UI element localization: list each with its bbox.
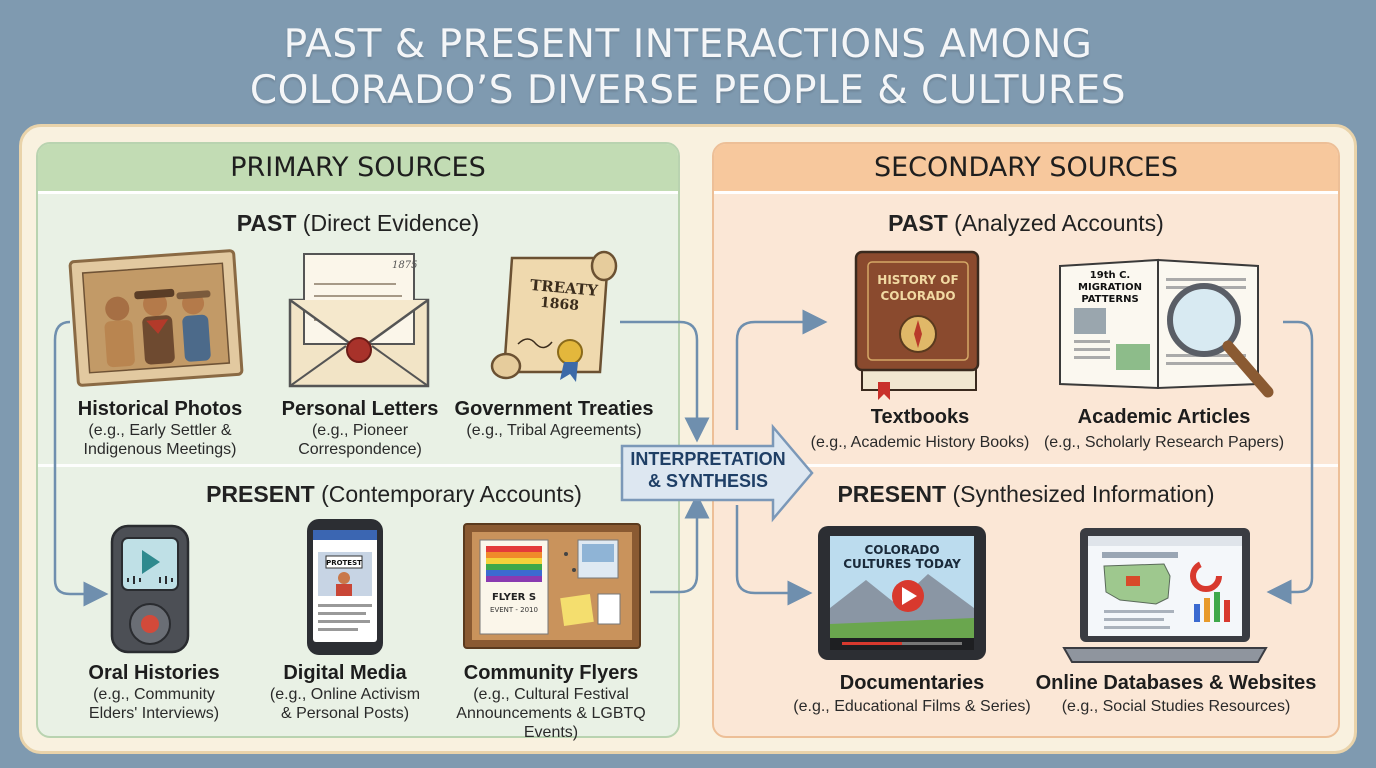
documentaries-title: Documentaries xyxy=(839,672,985,694)
personal-letters-sub-2: Correspondence) xyxy=(298,441,422,458)
community-flyers-title: Community Flyers xyxy=(463,662,639,684)
letter-date: 1875 xyxy=(392,260,417,271)
primary-past-heading: PAST (Direct Evidence) xyxy=(36,210,680,237)
academic-journal-illustration: 19th C. MIGRATION PATTERNS xyxy=(1059,258,1274,398)
textbooks-item: Textbooks (e.g., Academic History Books) xyxy=(800,406,1040,452)
documentary-title-line-2: CULTURES TODAY xyxy=(843,557,961,571)
academic-articles-title: Academic Articles xyxy=(1077,406,1251,428)
community-flyers-item: Community Flyers (e.g., Cultural Festiva… xyxy=(430,662,672,742)
government-treaties-title: Government Treaties xyxy=(454,398,654,420)
oral-histories-sub-1: (e.g., Community xyxy=(93,686,215,703)
historical-photos-sub-2: Indigenous Meetings) xyxy=(83,441,237,458)
digital-media-title: Digital Media xyxy=(283,662,407,684)
flyer-line-2: EVENT - 2010 xyxy=(490,606,538,614)
online-databases-title: Online Databases & Websites xyxy=(1035,672,1317,694)
arrow-primary-past-to-center xyxy=(620,320,710,443)
personal-letters-sub-1: (e.g., Pioneer xyxy=(311,422,409,439)
community-flyers-sub-2: Announcements & LGBTQ Events) xyxy=(456,705,646,741)
documentary-title-line-1: COLORADO xyxy=(864,543,939,557)
primary-present-bold: PRESENT xyxy=(206,481,315,507)
primary-past-bold: PAST xyxy=(236,210,297,236)
primary-sources-header: PRIMARY SOURCES xyxy=(38,144,678,194)
documentaries-item: Documentaries (e.g., Educational Films &… xyxy=(790,672,1034,716)
treaty-year: 1868 xyxy=(539,295,579,314)
government-treaties-item: Government Treaties (e.g., Tribal Agreem… xyxy=(452,398,656,440)
primary-past-rest: (Direct Evidence) xyxy=(296,210,480,236)
protest-sign-text: PROTEST xyxy=(326,559,362,567)
book-title-line-1: HISTORY OF xyxy=(877,273,958,287)
arrow-right-loop xyxy=(1266,320,1314,605)
interpretation-label: INTERPRETATION & SYNTHESIS xyxy=(628,448,788,492)
oral-histories-sub-2: Elders' Interviews) xyxy=(88,705,220,722)
historical-photos-sub-1: (e.g., Early Settler & xyxy=(88,422,232,439)
government-treaties-sub-1: (e.g., Tribal Agreements) xyxy=(466,422,642,439)
secondary-sources-header: SECONDARY SOURCES xyxy=(714,144,1338,194)
personal-letters-title: Personal Letters xyxy=(281,398,439,420)
historical-photos-title: Historical Photos xyxy=(77,398,243,420)
digital-media-sub-1: (e.g., Online Activism xyxy=(269,686,421,703)
textbook-illustration: HISTORY OF COLORADO xyxy=(854,250,980,400)
online-databases-item: Online Databases & Websites (e.g., Socia… xyxy=(1034,672,1318,716)
title-line-1: PAST & PRESENT INTERACTIONS AMONG xyxy=(283,22,1093,67)
flyer-line-1: FLYER S xyxy=(492,592,536,603)
secondary-present-bold: PRESENT xyxy=(837,481,947,507)
secondary-divider xyxy=(714,464,1338,467)
community-flyers-sub-1: (e.g., Cultural Festival xyxy=(473,686,629,703)
historical-photo-illustration xyxy=(68,249,244,387)
secondary-past-heading: PAST (Analyzed Accounts) xyxy=(712,210,1340,237)
laptop-database-illustration xyxy=(1062,528,1268,663)
book-title-line-2: COLORADO xyxy=(880,289,955,303)
arrow-primary-present-to-center xyxy=(650,493,710,594)
online-databases-sub: (e.g., Social Studies Resources) xyxy=(1061,698,1291,715)
documentaries-sub: (e.g., Educational Films & Series) xyxy=(793,698,1031,715)
interpretation-line-2: & SYNTHESIS xyxy=(647,471,769,491)
oral-histories-item: Oral Histories (e.g., Community Elders' … xyxy=(60,662,248,723)
secondary-present-rest: (Synthesized Information) xyxy=(946,481,1215,507)
academic-articles-sub: (e.g., Scholarly Research Papers) xyxy=(1043,434,1285,451)
bulletin-board-illustration: FLYER S EVENT - 2010 xyxy=(463,523,641,649)
title-line-2: COLORADO’S DIVERSE PEOPLE & CULTURES xyxy=(249,68,1127,113)
primary-divider xyxy=(38,464,678,467)
personal-letters-item: Personal Letters (e.g., Pioneer Correspo… xyxy=(268,398,452,459)
personal-letter-illustration: 1875 xyxy=(288,253,430,388)
textbooks-sub: (e.g., Academic History Books) xyxy=(810,434,1030,451)
treaty-scroll-illustration: TREATY 1868 xyxy=(490,250,618,382)
secondary-past-bold: PAST xyxy=(888,210,948,236)
page-title: PAST & PRESENT INTERACTIONS AMONG COLORA… xyxy=(0,22,1376,114)
smartphone-illustration: PROTEST xyxy=(307,519,383,655)
treaty-label: TREATY xyxy=(529,276,598,300)
journal-line-3: PATTERNS xyxy=(1081,294,1138,305)
academic-articles-item: Academic Articles (e.g., Scholarly Resea… xyxy=(1040,406,1288,452)
arrow-center-to-secondary-past xyxy=(735,309,828,430)
interpretation-line-1: INTERPRETATION xyxy=(630,449,786,469)
secondary-past-rest: (Analyzed Accounts) xyxy=(947,210,1164,236)
primary-present-rest: (Contemporary Accounts) xyxy=(314,481,582,507)
primary-present-heading: PRESENT (Contemporary Accounts) xyxy=(36,481,752,508)
journal-line-2: MIGRATION xyxy=(1078,282,1142,293)
historical-photos-item: Historical Photos (e.g., Early Settler &… xyxy=(60,398,260,459)
voice-recorder-illustration xyxy=(110,524,190,654)
oral-histories-title: Oral Histories xyxy=(88,662,220,684)
digital-media-sub-2: & Personal Posts) xyxy=(280,705,410,722)
textbooks-title: Textbooks xyxy=(870,406,970,428)
arrow-center-to-secondary-present xyxy=(735,505,813,606)
secondary-present-heading: PRESENT (Synthesized Information) xyxy=(712,481,1340,508)
documentary-tablet-illustration: COLORADO CULTURES TODAY xyxy=(818,526,986,660)
interpretation-arrow-shape xyxy=(620,423,814,523)
arrow-left-loop xyxy=(53,320,109,607)
journal-line-1: 19th C. xyxy=(1090,270,1130,281)
digital-media-item: Digital Media (e.g., Online Activism & P… xyxy=(260,662,430,723)
